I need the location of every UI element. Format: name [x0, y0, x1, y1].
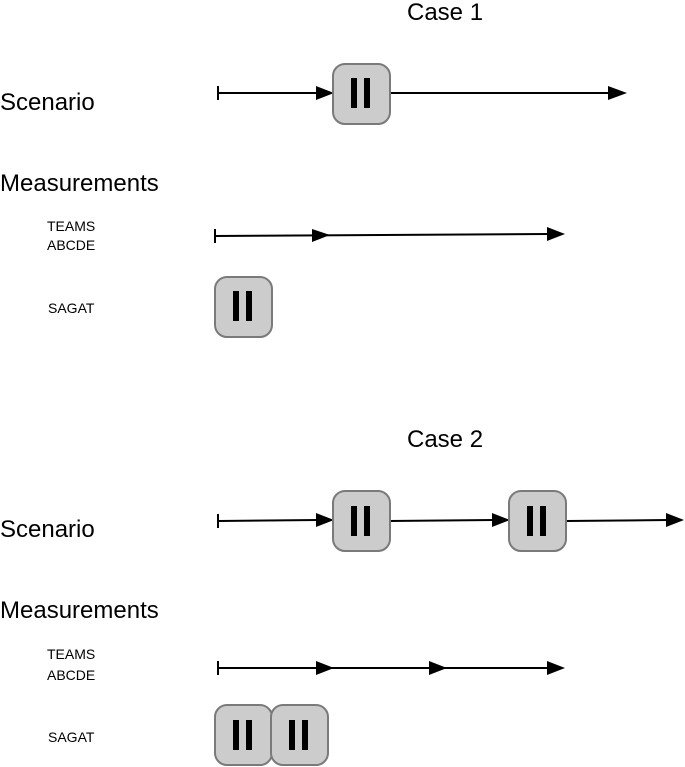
timeline-segment	[214, 233, 549, 237]
case2-teams-label: TEAMS	[47, 646, 95, 662]
case1-title: Case 1	[407, 0, 483, 26]
case2-sagat-label: SAGAT	[48, 729, 95, 745]
pause-icon	[508, 490, 567, 552]
pause-icon	[270, 704, 329, 766]
arrow-head	[547, 227, 565, 241]
case2-title: Case 2	[407, 426, 483, 453]
case1-scenario-label: Scenario	[0, 89, 95, 116]
case2-scenario-timeline	[217, 513, 684, 528]
pause-icon	[332, 63, 391, 125]
case1-teams-label: TEAMS	[47, 218, 95, 234]
arrow-head	[666, 513, 684, 527]
arrow-head	[547, 661, 565, 675]
arrow-head	[492, 513, 510, 527]
case1-abcde-label: ABCDE	[47, 237, 95, 253]
arrow-head	[608, 86, 627, 100]
case2-abcde-label: ABCDE	[47, 667, 95, 683]
case2-measurements-label: Measurements	[0, 597, 159, 624]
case2-measurement-timeline	[217, 661, 565, 675]
arrow-head	[429, 661, 447, 675]
pause-icon	[214, 276, 273, 338]
case1-sagat-label: SAGAT	[48, 300, 95, 316]
case1-measurements-label: Measurements	[0, 170, 159, 197]
case1-measurement-timeline	[214, 227, 565, 243]
pause-icon	[214, 704, 273, 766]
timeline-segment	[565, 519, 669, 522]
arrow-head	[316, 661, 334, 675]
arrow-head	[316, 86, 334, 100]
arrow-head	[316, 513, 334, 527]
case2-scenario-label: Scenario	[0, 516, 95, 543]
pause-icon	[332, 490, 391, 552]
case1-scenario-timeline	[217, 86, 627, 100]
timeline-segment	[388, 519, 495, 522]
timeline-segment	[217, 519, 319, 522]
arrow-head	[312, 229, 330, 242]
